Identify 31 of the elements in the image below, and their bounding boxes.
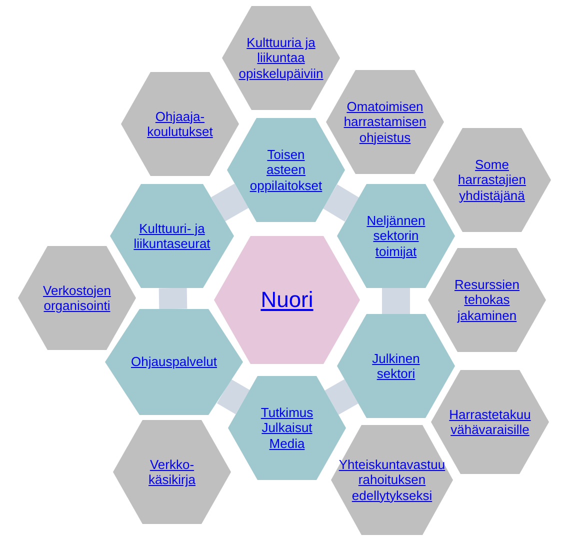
hexagon — [227, 118, 345, 222]
link-text: Omatoimisen harrastamisen ohjeistus — [342, 99, 428, 145]
link-text: Some harrastajien yhdistäjänä — [457, 157, 527, 203]
link-text: Toisen asteen oppilaitokset — [248, 147, 324, 193]
hexagon — [433, 128, 551, 232]
link-text: Kulttuuria ja liikuntaa opiskelupäiviin — [238, 35, 324, 81]
hexagon — [428, 248, 546, 352]
connector-band — [158, 288, 188, 310]
hexagon — [326, 70, 444, 174]
link-text: Neljännen sektorin toimijat — [366, 213, 426, 259]
hexagon — [113, 420, 231, 524]
connector-band — [211, 184, 249, 222]
link-text: Tutkimus Julkaisut Media — [260, 405, 314, 451]
connector-band — [324, 379, 358, 415]
connector-band — [322, 184, 360, 222]
hexagon — [110, 184, 234, 288]
link-text: Harrastetakuu vähävaraisille — [448, 406, 532, 438]
link-text: Ohjaaja-koulutukset — [146, 108, 214, 140]
link-text: Resurssien tehokas jakaminen — [453, 277, 521, 323]
link-text: Verkostojen organisointi — [42, 282, 112, 314]
link-text: Nuori — [260, 286, 314, 314]
link-text: Verkko-käsikirja — [148, 456, 196, 488]
hexagon — [18, 246, 136, 350]
hexagon — [222, 6, 340, 110]
link-text: Ohjauspalvelut — [130, 354, 218, 370]
hexagon — [121, 72, 239, 176]
link-text: Yhteiskuntavastuu rahoituksen edellytykseksi — [338, 457, 446, 503]
hexagon — [337, 184, 455, 288]
link-text: Kulttuuri- ja liikuntaseurat — [132, 220, 212, 252]
link-text: Julkinen sektori — [371, 350, 421, 382]
connector-band — [216, 379, 250, 414]
